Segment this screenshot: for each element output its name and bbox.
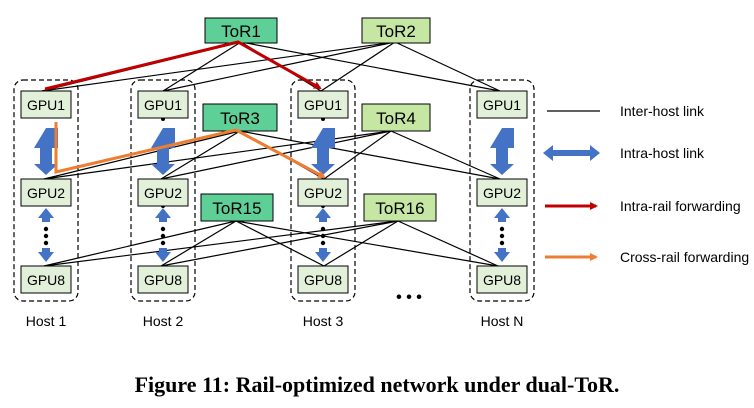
tor4-label: ToR4 — [376, 109, 416, 128]
host3-gpu2: GPU2 — [297, 178, 349, 207]
intra-host-links-gpu2-gpu8 — [38, 208, 510, 262]
intra-host-links-gpu1-gpu2 — [34, 128, 514, 175]
figure-caption: Figure 11: Rail-optimized network under … — [135, 372, 620, 397]
host-boxes — [13, 79, 535, 302]
svg-text:GPU1: GPU1 — [27, 97, 65, 113]
svg-text:GPU2: GPU2 — [144, 185, 182, 201]
host-3-box — [290, 79, 356, 302]
host2-gpu2: GPU2 — [137, 178, 189, 207]
svg-text:GPU2: GPU2 — [304, 185, 342, 201]
dotted-arrow-host1 — [38, 208, 54, 262]
svg-text:GPU8: GPU8 — [144, 272, 182, 288]
legend-intra-host-swatch — [543, 145, 600, 161]
tor1-box: ToR1 — [204, 17, 278, 44]
svg-text:GPU2: GPU2 — [483, 185, 521, 201]
intra-host-arrow-host1 — [34, 128, 58, 175]
tor4-box: ToR4 — [361, 103, 431, 132]
intra-rail-path — [44, 40, 322, 91]
svg-text:GPU2: GPU2 — [27, 185, 65, 201]
tor-switches: ToR1 ToR2 ToR3 ToR4 ToR15 ToR16 — [200, 17, 437, 222]
legend-intra-rail-label: Intra-rail forwarding — [620, 198, 741, 214]
host-labels: Host 1 Host 2 Host 3 Host N — [26, 313, 524, 329]
tor15-box: ToR15 — [200, 193, 274, 222]
gpu-nodes: GPU1 GPU2 GPU8 GPU1 GPU2 GPU8 GPU1 — [20, 90, 528, 294]
svg-text:GPU8: GPU8 — [483, 272, 521, 288]
hostn-gpu8: GPU8 — [476, 265, 528, 294]
tor15-label: ToR15 — [212, 199, 261, 218]
svg-text:GPU1: GPU1 — [144, 97, 182, 113]
dotted-arrow-hostn — [494, 208, 510, 262]
host3-gpu1: GPU1 — [297, 90, 349, 119]
svg-text:GPU1: GPU1 — [304, 97, 342, 113]
host-2-label: Host 2 — [143, 313, 184, 329]
intra-host-arrow-host3 — [311, 128, 335, 175]
hostn-gpu1: GPU1 — [476, 90, 528, 119]
tor2-box: ToR2 — [361, 17, 431, 44]
tor2-label: ToR2 — [376, 22, 416, 41]
host-1-box — [13, 79, 79, 302]
host-2-box — [130, 79, 196, 302]
tor3-label: ToR3 — [220, 109, 260, 128]
inter-host-links — [41, 41, 501, 267]
legend-inter-host-label: Inter-host link — [620, 103, 705, 119]
intra-host-arrow-hostn — [490, 128, 514, 175]
tor16-label: ToR16 — [375, 199, 424, 218]
host-1-label: Host 1 — [26, 313, 67, 329]
host-3-label: Host 3 — [303, 313, 344, 329]
svg-text:GPU8: GPU8 — [304, 272, 342, 288]
host1-gpu8: GPU8 — [20, 265, 72, 294]
tor16-box: ToR16 — [363, 193, 437, 222]
host1-gpu1: GPU1 — [20, 90, 72, 119]
host1-gpu2: GPU2 — [20, 178, 72, 207]
svg-text:GPU1: GPU1 — [483, 97, 521, 113]
legend: Inter-host link Intra-host link Intra-ra… — [543, 103, 749, 265]
hosts-ellipsis: • • • — [396, 289, 422, 306]
host2-gpu1: GPU1 — [137, 90, 189, 119]
cross-rail-path — [54, 122, 326, 179]
forwarding-paths — [44, 40, 326, 179]
host-n-label: Host N — [481, 313, 524, 329]
dotted-arrow-host3 — [315, 208, 331, 262]
hostn-gpu2: GPU2 — [476, 178, 528, 207]
host-n-box — [469, 79, 535, 302]
tor3-box: ToR3 — [202, 103, 278, 132]
dotted-arrow-host2 — [155, 208, 171, 262]
tor1-label: ToR1 — [221, 22, 261, 41]
intra-host-arrow-host2 — [151, 128, 175, 175]
host2-gpu8: GPU8 — [137, 265, 189, 294]
legend-cross-rail-label: Cross-rail forwarding — [620, 249, 749, 265]
host3-gpu8: GPU8 — [297, 265, 349, 294]
svg-text:GPU8: GPU8 — [27, 272, 65, 288]
legend-intra-host-label: Intra-host link — [620, 145, 705, 161]
